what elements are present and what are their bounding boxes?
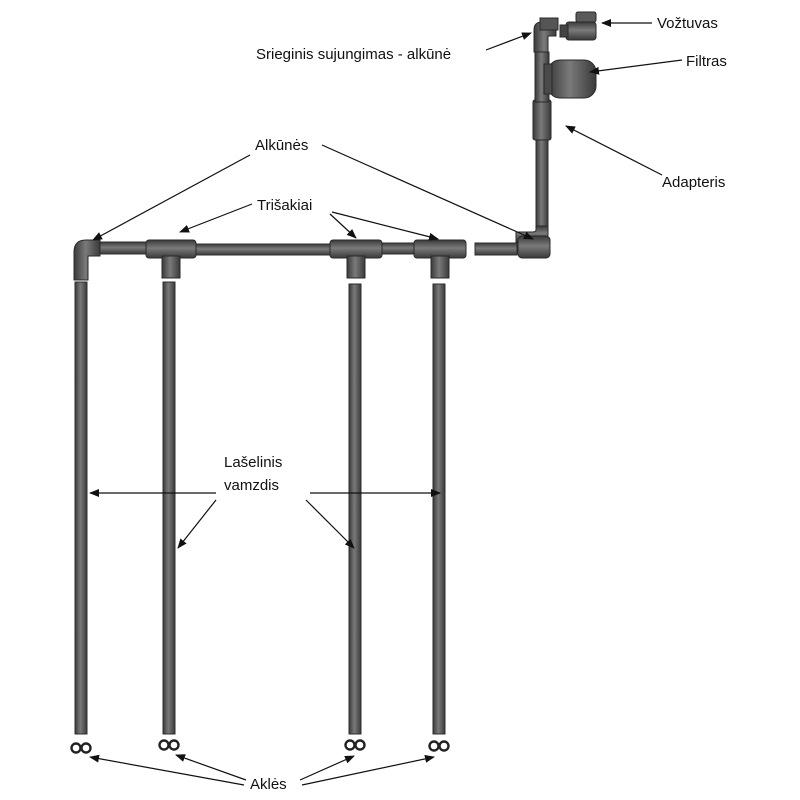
label-valve: Vožtuvas <box>657 15 718 32</box>
end-cap-1 <box>70 742 92 754</box>
end-cap-4 <box>428 740 450 752</box>
arrow-end-cap-4 <box>301 754 435 786</box>
label-adapter: Adapteris <box>662 174 725 191</box>
arrow-drip-pipe-3 <box>305 499 355 549</box>
arrow-elbow-right <box>321 144 534 240</box>
end-cap-2 <box>158 739 180 751</box>
drip-pipe-4 <box>432 283 446 735</box>
tee-1 <box>145 239 197 279</box>
riser-pipe <box>535 139 549 227</box>
valve-component <box>559 11 597 41</box>
label-end-caps: Aklės <box>250 776 287 793</box>
end-cap-3 <box>344 739 366 751</box>
arrow-threaded-elbow <box>485 32 532 51</box>
tee-3 <box>413 239 467 279</box>
drip-pipe-3 <box>348 283 362 735</box>
label-threaded-elbow: Srieginis sujungimas - alkūnė <box>256 46 451 63</box>
arrow-tee-1 <box>179 203 253 233</box>
arrow-end-cap-2 <box>175 754 247 781</box>
drip-pipe-2 <box>162 281 176 735</box>
label-elbows: Alkūnės <box>255 137 308 154</box>
label-filter: Filtras <box>686 53 727 70</box>
arrow-tee-3 <box>331 211 439 241</box>
arrow-end-cap-3 <box>299 755 355 781</box>
arrow-elbow-left <box>92 154 251 241</box>
arrow-drip-pipe-2 <box>177 499 217 549</box>
label-drip-pipe-line2: vamzdis <box>224 477 279 494</box>
label-tees: Trišakiai <box>257 197 312 214</box>
drip-pipe-1 <box>74 281 88 735</box>
label-drip-pipe-line1: Lašelinis <box>224 454 282 471</box>
arrow-end-cap-1 <box>89 754 245 786</box>
arrow-tee-2 <box>329 213 357 239</box>
adapter-fitting <box>532 99 552 141</box>
arrow-adapter <box>565 125 663 176</box>
threaded-elbow-component <box>533 17 559 53</box>
arrow-filter <box>589 59 683 75</box>
elbow-right <box>515 225 551 259</box>
elbow-left <box>73 239 101 281</box>
tee-2 <box>329 239 383 279</box>
filter-component <box>534 51 597 103</box>
arrows <box>89 19 683 786</box>
